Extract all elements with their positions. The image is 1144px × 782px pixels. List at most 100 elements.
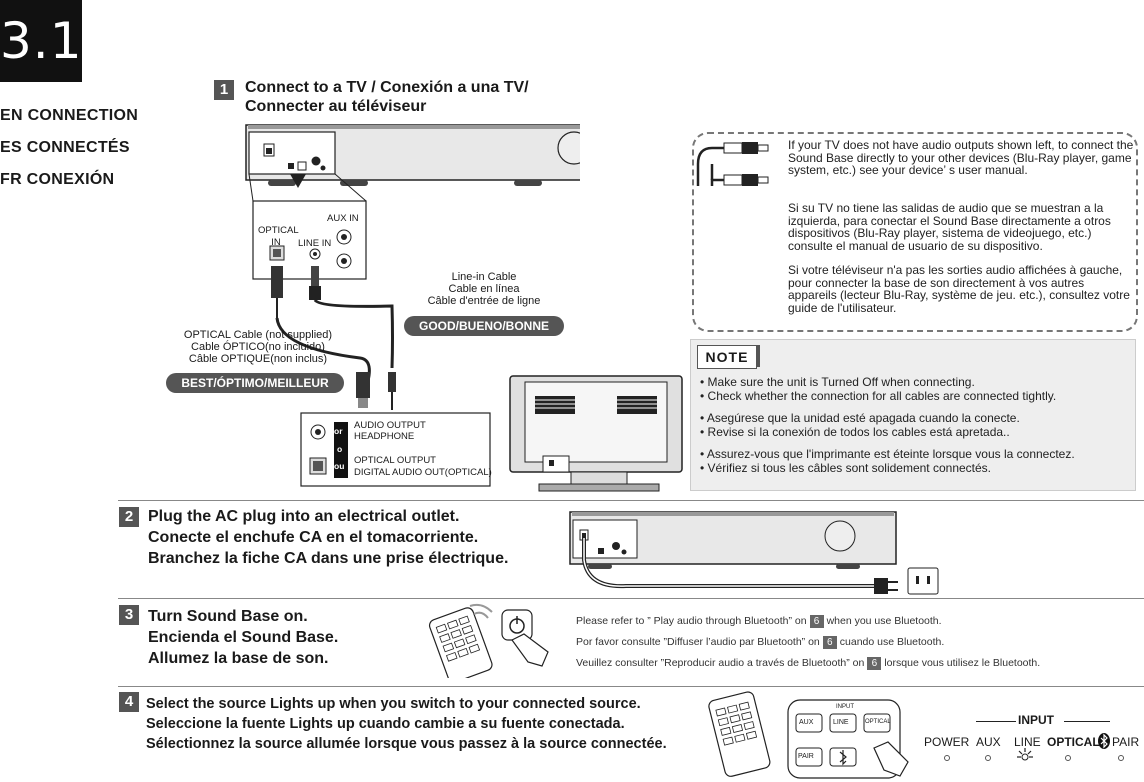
step-3-line1: Turn Sound Base on. xyxy=(148,608,308,625)
optical-cable-badge: BEST/ÓPTIMO/MEILLEUR xyxy=(166,373,344,393)
tv-digital-audio-out: DIGITAL AUDIO OUT xyxy=(354,467,445,478)
note-item-6: • Vérifiez si tous les câbles sont solid… xyxy=(700,461,992,475)
indicator-pair: PAIR xyxy=(1112,735,1140,749)
step-4-title: Select the source Lights up when you swi… xyxy=(146,694,667,754)
step-2-number: 2 xyxy=(119,507,139,527)
note-item-1: • Make sure the unit is Turned Off when … xyxy=(700,375,975,389)
tv-or-fr: ou xyxy=(334,461,345,471)
tv-audio-output: AUDIO OUTPUT xyxy=(354,420,426,431)
bt-ref-fr-b: lorsque vous utilisez le Bluetooth. xyxy=(884,657,1041,669)
indicator-pair-led xyxy=(1118,755,1124,761)
remote-key-line: LINE xyxy=(833,719,849,726)
bt-ref-fr-a: Veuillez consulter ”Reproducir audio a t… xyxy=(576,657,865,669)
note-item-3: • Asegúrese que la unidad esté apagada c… xyxy=(700,411,1020,425)
note-label-accent xyxy=(757,345,760,367)
remote-key-pair: PAIR xyxy=(798,753,814,760)
indicator-power: POWER xyxy=(924,735,970,749)
note-item-4: • Revise si la conexión de todos los cab… xyxy=(700,425,1010,439)
note-box xyxy=(690,339,1136,491)
bt-ref-fr: Veuillez consulter ”Reproducir audio a t… xyxy=(576,657,1040,670)
info-text-fr: Si votre téléviseur n'a pas les sorties … xyxy=(788,263,1130,315)
tv-or-es: o xyxy=(337,444,343,454)
info-text-es: Si su TV no tiene las salidas de audio q… xyxy=(788,201,1111,253)
step-2-line3: Branchez la fiche CA dans une prise élec… xyxy=(148,550,509,567)
step-1-title-line1: Connect to a TV / Conexión a una TV/ xyxy=(245,79,529,96)
linein-cable-badge: GOOD/BUENO/BONNE xyxy=(404,316,564,336)
step-3-line3: Allumez la base de son. xyxy=(148,650,329,667)
divider-step-4 xyxy=(118,686,1144,687)
tv-digital-line: DIGITAL AUDIO OUT(OPTICAL) xyxy=(354,467,492,479)
step-4-line3: Sélectionnez la source allumée lorsque v… xyxy=(146,736,667,752)
step-3-number: 3 xyxy=(119,605,139,625)
indicator-aux: AUX xyxy=(976,735,1001,749)
indicator-rule-left xyxy=(976,721,1016,722)
note-item-5: • Assurez-vous que l'imprimante est étei… xyxy=(700,447,1075,461)
indicator-power-led xyxy=(944,755,950,761)
step-1-title: Connect to a TV / Conexión a una TV/ Con… xyxy=(245,78,529,116)
step-1-soundbase-illustration xyxy=(245,124,580,410)
info-box xyxy=(692,132,1138,332)
linein-cable-es: Cable en línea xyxy=(448,283,520,295)
optical-cable-caption: OPTICAL Cable (not supplied) Cable ÓPTIC… xyxy=(160,329,356,365)
tv-output-panel xyxy=(300,412,491,487)
sidebar-es: ES CONNECTÉS xyxy=(0,139,130,156)
bt-ref-es: Por favor consulte ”Diffuser l’audio par… xyxy=(576,636,944,649)
step-2-line2: Conecte el enchufe CA en el tomacorrient… xyxy=(148,529,479,546)
tv-back-illustration xyxy=(509,375,683,492)
step-3-line2: Encienda el Sound Base. xyxy=(148,629,339,646)
section-number: 3.1 xyxy=(0,0,82,82)
indicator-optical-led xyxy=(1065,755,1071,761)
divider-step-2 xyxy=(118,500,1144,501)
tv-optical-paren: (OPTICAL) xyxy=(444,467,492,478)
bt-ref-en: Please refer to ” Play audio through Blu… xyxy=(576,615,942,628)
step-4-line1: Select the source Lights up when you swi… xyxy=(146,696,641,712)
tv-headphone: HEADPHONE xyxy=(354,431,415,442)
note-item-2: • Check whether the connection for all c… xyxy=(700,389,1057,403)
label-aux-in: AUX IN xyxy=(327,213,359,224)
step-4-line2: Seleccione la fuente Lights up cuando ca… xyxy=(146,716,625,732)
remote-key-aux: AUX xyxy=(799,719,814,726)
indicator-line: LINE xyxy=(1014,735,1041,749)
step-4-number: 4 xyxy=(119,692,139,712)
sidebar-fr: FR CONEXIÓN xyxy=(0,171,115,188)
optical-cable-es: Cable ÓPTICO(no incluido) xyxy=(191,341,325,353)
step-3-remote-illustration xyxy=(428,603,549,678)
step-2-line1: Plug the AC plug into an electrical outl… xyxy=(148,508,460,525)
indicator-optical: OPTICAL xyxy=(1047,735,1100,749)
linein-cable-en: Line-in Cable xyxy=(451,271,517,283)
step-3-title: Turn Sound Base on. Encienda el Sound Ba… xyxy=(148,606,338,669)
remote-key-optical: OPTICAL xyxy=(865,719,891,725)
note-label: NOTE xyxy=(697,345,757,369)
optical-cable-en: OPTICAL Cable (not supplied) xyxy=(183,329,333,341)
bt-ref-en-a: Please refer to ” Play audio through Blu… xyxy=(576,615,807,627)
indicator-title: INPUT xyxy=(1018,713,1054,727)
step-1-number: 1 xyxy=(214,80,234,100)
tv-optical-output-labels: OPTICAL OUTPUT DIGITAL AUDIO OUT(OPTICAL… xyxy=(354,455,492,479)
bt-ref-es-b: cuando use Bluetooth. xyxy=(839,636,945,648)
step-2-ac-plug-illustration xyxy=(569,511,939,595)
tv-optical-output: OPTICAL OUTPUT xyxy=(354,455,436,466)
indicator-line-led-lit-icon xyxy=(1017,748,1033,761)
label-line-in: LINE IN xyxy=(298,238,332,249)
bt-ref-en-b: when you use Bluetooth. xyxy=(826,615,942,627)
info-text-en: If your TV does not have audio outputs s… xyxy=(788,138,1134,178)
linein-cable-caption: Line-in Cable Cable en línea Câble d'ent… xyxy=(400,271,568,307)
bt-ref-en-page: 6 xyxy=(809,615,824,628)
remote-key-input: INPUT xyxy=(836,704,854,710)
indicator-aux-led xyxy=(985,755,991,761)
bluetooth-icon xyxy=(1098,733,1110,749)
bt-ref-es-page: 6 xyxy=(822,636,837,649)
sidebar-en: EN CONNECTION xyxy=(0,107,139,124)
tv-or-en: or xyxy=(334,426,343,436)
divider-step-3 xyxy=(118,598,1144,599)
optical-cable-fr: Câble OPTIQUE(non inclus) xyxy=(188,353,328,365)
step-1-title-line2: Connecter au téléviseur xyxy=(245,98,427,115)
indicator-rule-right xyxy=(1064,721,1110,722)
step-4-remote-illustration xyxy=(708,691,909,779)
step-2-title: Plug the AC plug into an electrical outl… xyxy=(148,506,508,569)
bt-ref-es-a: Por favor consulte ”Diffuser l’audio par… xyxy=(576,636,820,648)
bt-ref-fr-page: 6 xyxy=(867,657,882,670)
tv-audio-output-labels: AUDIO OUTPUT HEADPHONE xyxy=(354,420,426,442)
linein-cable-fr: Câble d'entrée de ligne xyxy=(427,295,541,307)
rca-cable-icon xyxy=(696,142,769,186)
